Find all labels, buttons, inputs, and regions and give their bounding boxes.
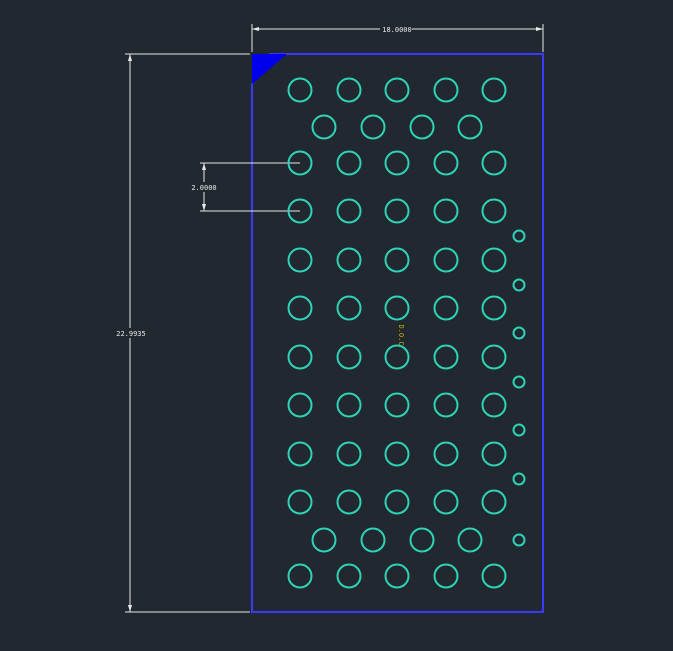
- hole[interactable]: [336, 198, 362, 224]
- hole[interactable]: [481, 295, 507, 321]
- hole[interactable]: [311, 527, 337, 553]
- hole[interactable]: [336, 77, 362, 103]
- hole[interactable]: [360, 114, 386, 140]
- hole[interactable]: [409, 114, 435, 140]
- hole[interactable]: [384, 150, 410, 176]
- hole[interactable]: [287, 344, 313, 370]
- spacing-dimension[interactable]: 2.0000: [191, 162, 300, 212]
- small-hole[interactable]: [512, 472, 526, 486]
- hole[interactable]: [311, 114, 337, 140]
- hole[interactable]: [287, 247, 313, 273]
- small-hole[interactable]: [512, 423, 526, 437]
- hole[interactable]: [481, 441, 507, 467]
- chamfer-corner-fill: [252, 54, 287, 84]
- hole[interactable]: [384, 247, 410, 273]
- hole[interactable]: [384, 295, 410, 321]
- hole[interactable]: [336, 489, 362, 515]
- center-label-group: D.O.C: [397, 324, 405, 345]
- hole[interactable]: [384, 563, 410, 589]
- center-label: D.O.C: [397, 324, 405, 345]
- height-dimension-label: 22.9935: [116, 330, 146, 338]
- hole[interactable]: [384, 344, 410, 370]
- hole[interactable]: [287, 563, 313, 589]
- hole[interactable]: [433, 77, 459, 103]
- small-hole[interactable]: [512, 229, 526, 243]
- hole[interactable]: [433, 344, 459, 370]
- hole[interactable]: [336, 295, 362, 321]
- hole[interactable]: [287, 77, 313, 103]
- hole[interactable]: [481, 392, 507, 418]
- hole[interactable]: [433, 441, 459, 467]
- hole[interactable]: [336, 247, 362, 273]
- hole[interactable]: [336, 392, 362, 418]
- small-hole[interactable]: [512, 326, 526, 340]
- hole[interactable]: [384, 392, 410, 418]
- small-hole[interactable]: [512, 278, 526, 292]
- small-hole[interactable]: [512, 375, 526, 389]
- hole[interactable]: [336, 563, 362, 589]
- hole[interactable]: [433, 247, 459, 273]
- hole[interactable]: [433, 489, 459, 515]
- hole[interactable]: [481, 344, 507, 370]
- hole[interactable]: [481, 77, 507, 103]
- spacing-dimension-label: 2.0000: [191, 184, 216, 192]
- small-hole[interactable]: [512, 533, 526, 547]
- width-dimension[interactable]: 18.0000: [251, 24, 544, 52]
- hole[interactable]: [336, 150, 362, 176]
- hole[interactable]: [481, 563, 507, 589]
- width-dimension-label: 18.0000: [382, 26, 412, 34]
- hole[interactable]: [433, 563, 459, 589]
- height-dimension[interactable]: 22.9935: [115, 53, 250, 613]
- hole[interactable]: [287, 150, 313, 176]
- hole[interactable]: [336, 441, 362, 467]
- hole[interactable]: [457, 114, 483, 140]
- hole[interactable]: [384, 77, 410, 103]
- hole[interactable]: [336, 344, 362, 370]
- hole[interactable]: [433, 150, 459, 176]
- hole[interactable]: [287, 295, 313, 321]
- hole[interactable]: [433, 198, 459, 224]
- hole[interactable]: [287, 392, 313, 418]
- hole[interactable]: [481, 150, 507, 176]
- hole[interactable]: [287, 489, 313, 515]
- hole[interactable]: [360, 527, 386, 553]
- hole[interactable]: [287, 198, 313, 224]
- hole[interactable]: [433, 295, 459, 321]
- hole[interactable]: [287, 441, 313, 467]
- hole[interactable]: [433, 392, 459, 418]
- hole[interactable]: [457, 527, 483, 553]
- hole[interactable]: [409, 527, 435, 553]
- hole[interactable]: [384, 441, 410, 467]
- hole[interactable]: [481, 198, 507, 224]
- hole-pattern[interactable]: [287, 77, 526, 589]
- hole[interactable]: [384, 198, 410, 224]
- hole[interactable]: [384, 489, 410, 515]
- hole[interactable]: [481, 247, 507, 273]
- hole[interactable]: [481, 489, 507, 515]
